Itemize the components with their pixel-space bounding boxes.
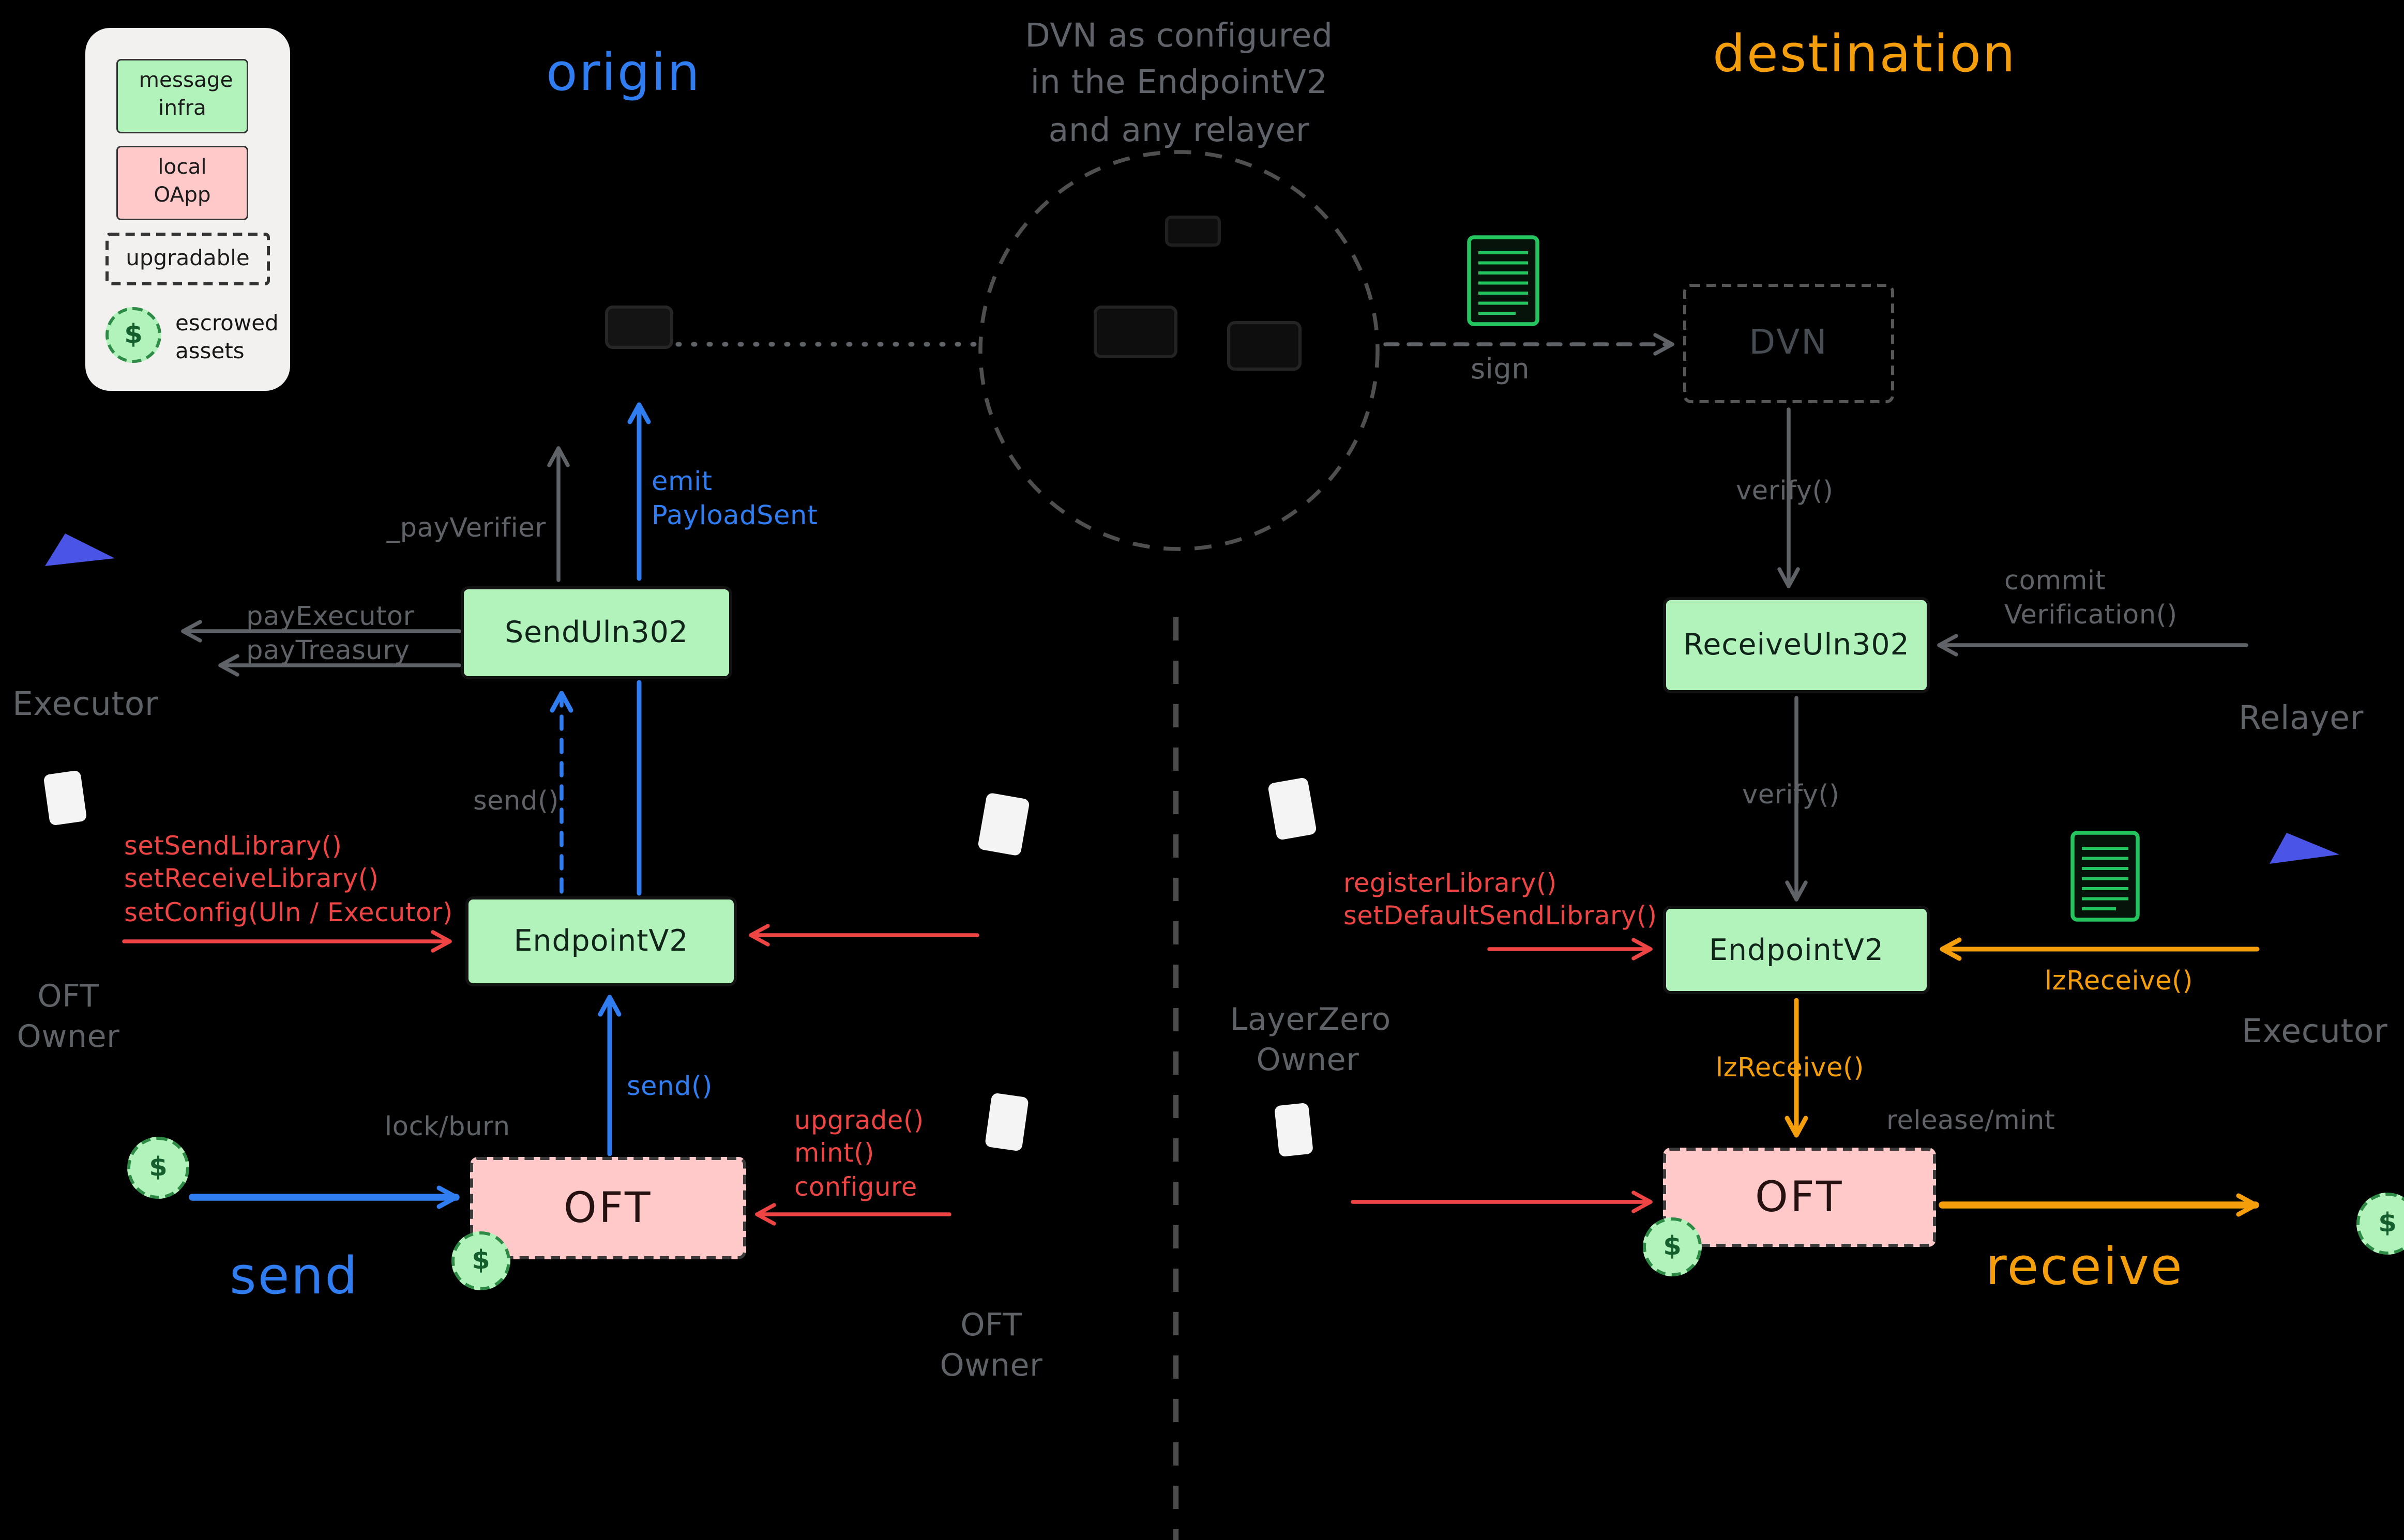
send-title: send	[230, 1245, 359, 1306]
dollar-glyph: $	[124, 319, 143, 350]
dvn-node-faint	[1094, 306, 1177, 358]
owner-icon	[43, 770, 87, 826]
lock-burn-label: lock/burn	[385, 1112, 510, 1143]
dvn-box: DVN	[1683, 284, 1894, 403]
executor-message-doc-icon	[2068, 828, 2142, 931]
escrowed-assets-icon-send-source: $	[127, 1137, 189, 1199]
destination-endpoint-v2-box: EndpointV2	[1663, 906, 1930, 994]
dollar-glyph: $	[472, 1245, 490, 1276]
legend-escrowed-assets-text: escrowed assets	[175, 312, 279, 365]
emit-payload-label: emit PayloadSent	[652, 465, 818, 534]
origin-oft-label: OFT	[564, 1184, 653, 1232]
legend-message-infra: message infra	[116, 59, 248, 133]
pay-executor-label: _payExecutor	[233, 602, 415, 633]
legend-message-infra-label: message infra	[139, 69, 233, 121]
escrowed-assets-icon-destination-oft: $	[1643, 1217, 1702, 1276]
dvn-note-line2: in the EndpointV2	[1030, 64, 1328, 102]
pay-verifier-label: _payVerifier	[386, 513, 546, 544]
receive-title: receive	[1986, 1236, 2184, 1297]
faint-node-icon	[605, 306, 673, 349]
configure-label: configure	[794, 1172, 917, 1202]
destination-executor-label: Executor	[2242, 1013, 2388, 1050]
owner-icon	[985, 1092, 1029, 1152]
layerzero-owner-line1: LayerZero	[1230, 1000, 1391, 1038]
origin-endpoint-v2-box: EndpointV2	[465, 896, 737, 986]
oft-owner-bottom-line2: Owner	[940, 1346, 1043, 1383]
emit-label-line2: PayloadSent	[652, 501, 818, 532]
relayer-label: Relayer	[2239, 699, 2364, 737]
verify-lower-label: verify()	[1742, 780, 1840, 811]
set-config-labels: setSendLibrary() setReceiveLibrary() set…	[124, 830, 453, 929]
dvn-node-faint	[1227, 321, 1302, 371]
signed-message-doc-icon	[1464, 233, 1542, 335]
set-send-library-label: setSendLibrary()	[124, 831, 342, 861]
dvn-note-line1: DVN as configured	[1025, 17, 1333, 54]
destination-oft-box: OFT	[1663, 1148, 1936, 1247]
oft-owner-left-line2: Owner	[17, 1017, 120, 1055]
legend-local-oapp: local OApp	[116, 146, 248, 220]
layerzero-owner-label: LayerZero Owner	[1230, 999, 1391, 1079]
escrowed-assets-icon-origin-oft: $	[451, 1231, 510, 1290]
receive-uln302-label: ReceiveUln302	[1683, 628, 1910, 662]
escrowed-assets-icon-receive-target: $	[2356, 1193, 2404, 1255]
dvn-network-circle	[978, 150, 1380, 551]
register-library-labels: registerLibrary() setDefaultSendLibrary(…	[1343, 867, 1657, 934]
register-library-label: registerLibrary()	[1343, 868, 1557, 898]
verify-upper-label: verify()	[1736, 476, 1834, 507]
destination-endpoint-v2-label: EndpointV2	[1709, 933, 1884, 967]
dollar-glyph: $	[149, 1152, 168, 1183]
dvn-node-faint	[1165, 216, 1221, 247]
upgrade-labels: upgrade() mint() configure	[794, 1104, 924, 1204]
destination-oft-label: OFT	[1755, 1173, 1844, 1222]
pay-treasury-label: _payTreasury	[233, 636, 410, 667]
send-call-lower-label: send()	[627, 1072, 713, 1103]
dvn-box-label: DVN	[1749, 324, 1828, 363]
receive-uln302-box: ReceiveUln302	[1663, 597, 1930, 693]
set-receive-library-label: setReceiveLibrary()	[124, 864, 379, 894]
oft-owner-bottom-line1: OFT	[960, 1306, 1022, 1343]
release-mint-label: release/mint	[1886, 1106, 2055, 1137]
oft-owner-left-label: OFT Owner	[16, 975, 121, 1056]
legend: message infra local OApp upgradable $ es…	[85, 28, 290, 391]
dvn-note: DVN as configured in the EndpointV2 and …	[985, 12, 1373, 154]
mint-label: mint()	[794, 1139, 875, 1169]
legend-local-oapp-label: local OApp	[154, 156, 211, 208]
lz-receive-down-label: lzReceive()	[1716, 1053, 1865, 1084]
set-default-send-library-label: setDefaultSendLibrary()	[1343, 902, 1657, 932]
oft-owner-bottom-label: OFT Owner	[935, 1304, 1047, 1385]
commit-verification-label: commit Verification()	[2004, 565, 2178, 633]
legend-escrowed-assets-label: escrowed assets	[175, 310, 293, 367]
origin-endpoint-v2-label: EndpointV2	[513, 924, 689, 958]
owner-icon	[1274, 1102, 1313, 1157]
cursor-icon	[43, 532, 118, 575]
escrowed-assets-icon: $	[105, 307, 161, 363]
origin-title: origin	[546, 42, 701, 102]
commit-label-line2: Verification()	[2004, 600, 2178, 632]
legend-upgradable-label: upgradable	[126, 247, 250, 271]
emit-label-line1: emit	[652, 467, 713, 498]
sign-label: sign	[1471, 354, 1530, 386]
origin-executor-label: Executor	[12, 685, 159, 723]
dollar-glyph: $	[2378, 1208, 2397, 1239]
commit-label-line1: commit	[2004, 566, 2106, 597]
origin-oft-box: OFT	[470, 1157, 746, 1259]
send-uln302-box: SendUln302	[461, 586, 732, 679]
lz-receive-side-label: lzReceive()	[2045, 966, 2194, 997]
send-uln302-label: SendUln302	[504, 616, 689, 650]
cursor-icon	[2268, 831, 2342, 875]
legend-upgradable: upgradable	[105, 233, 270, 285]
layerzero-owner-line2: Owner	[1256, 1041, 1359, 1078]
dvn-note-line3: and any relayer	[1048, 111, 1310, 149]
upgrade-label: upgrade()	[794, 1106, 924, 1135]
destination-title: destination	[1713, 23, 2017, 84]
oft-owner-left-line1: OFT	[37, 977, 99, 1014]
dollar-glyph: $	[1663, 1231, 1682, 1262]
set-config-label: setConfig(Uln / Executor)	[124, 897, 453, 927]
send-call-upper-label: send()	[473, 786, 560, 817]
